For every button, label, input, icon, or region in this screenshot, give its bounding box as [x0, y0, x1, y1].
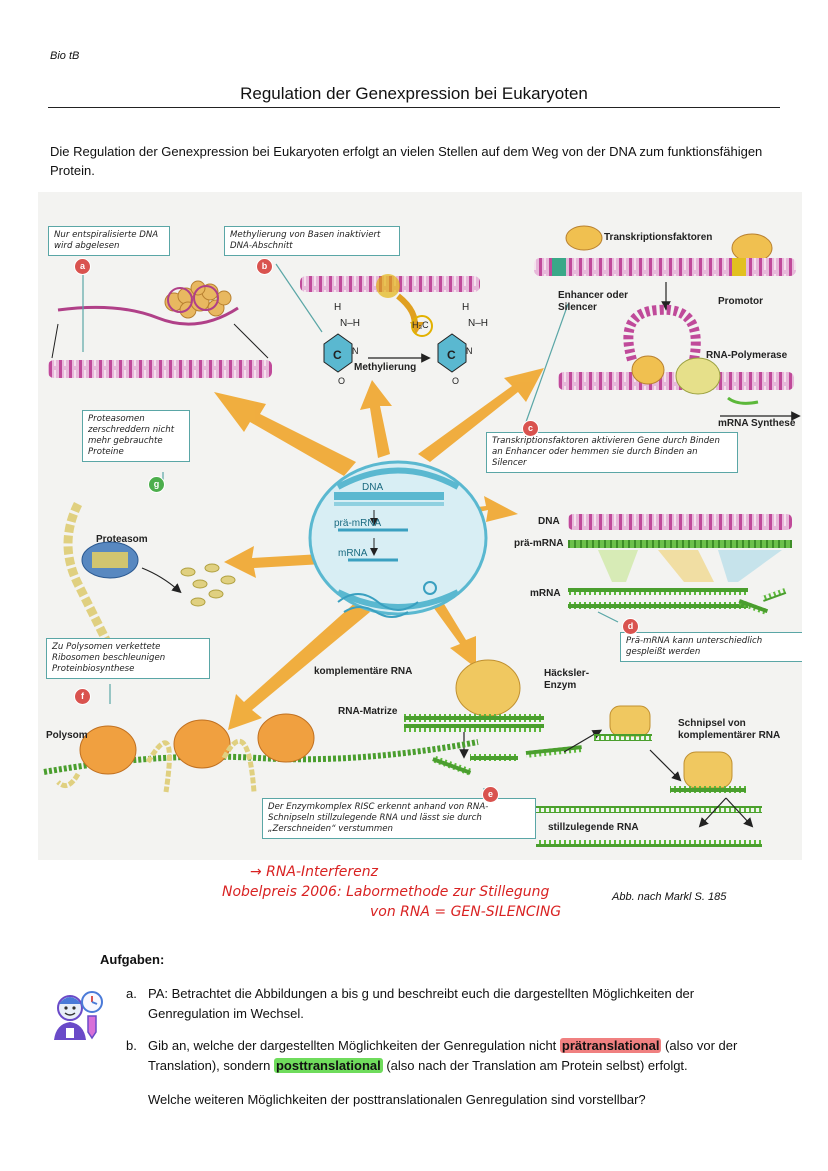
- highlight-posttranslational: posttranslational: [273, 1058, 383, 1073]
- label-c-right: C: [447, 348, 456, 362]
- figure-source: Abb. nach Markl S. 185: [612, 891, 727, 903]
- note-d: Prä-mRNA kann unterschiedlich gespleißt …: [620, 632, 802, 662]
- label-o-right: O: [452, 376, 460, 386]
- panel-b-methylation: [275, 263, 480, 373]
- label-splice-pre-mrna: prä-mRNA: [514, 538, 564, 549]
- marker-a: a: [74, 258, 91, 275]
- figure-artwork: [43, 225, 801, 847]
- marker-c: c: [522, 420, 539, 437]
- label-splice-mrna: mRNA: [530, 588, 561, 599]
- orange-arrows: [214, 368, 544, 730]
- task-a: a. PA: Betrachtet die Abbildungen a bis …: [126, 984, 786, 1024]
- task-b-text: Gib an, welche der dargestellten Möglich…: [148, 1036, 788, 1076]
- handwritten-line-2: Nobelpreis 2006: Labormethode zur Stille…: [222, 884, 550, 900]
- task-b-part1: Gib an, welche der dargestellten Möglich…: [148, 1038, 560, 1053]
- note-c: Transkriptionsfaktoren aktivieren Gene d…: [486, 432, 738, 473]
- marker-f: f: [74, 688, 91, 705]
- panel-f-polysome: [43, 713, 479, 793]
- arrow-to-a: [214, 392, 356, 476]
- marker-g: g: [148, 476, 165, 493]
- task-b: b. Gib an, welche der dargestellten Mögl…: [126, 1036, 796, 1076]
- label-schnipsel: Schnipsel von komplementärer RNA: [678, 718, 781, 741]
- label-nh-right: N–H: [468, 318, 489, 329]
- label-nucleus-dna: DNA: [362, 482, 384, 493]
- highlight-praetranslational: prätranslational: [559, 1038, 662, 1053]
- label-proteasom: Proteasom: [96, 534, 148, 545]
- page-title: Regulation der Genexpression bei Eukaryo…: [240, 84, 588, 103]
- label-methylierung: Methylierung: [354, 362, 417, 373]
- nucleus: [308, 460, 488, 618]
- panel-a-chromatin: [48, 280, 272, 378]
- label-nh-left: N–H: [340, 318, 361, 329]
- gene-regulation-figure: Nur entspiralisierte DNA wird abgelesen …: [38, 192, 802, 860]
- label-h-left: H: [334, 302, 342, 313]
- label-h3c: H₃C: [412, 320, 429, 330]
- task-a-text: PA: Betrachtet die Abbildungen a bis g u…: [148, 986, 695, 1021]
- label-nucleus-pre-mrna: prä-mRNA: [334, 518, 382, 529]
- label-n-left: N: [352, 346, 359, 356]
- teamwork-icon: [50, 986, 106, 1042]
- panel-c-transcription: [525, 225, 801, 423]
- label-rna-polymerase: RNA-Polymerase: [706, 350, 788, 361]
- task-b-question: Welche weiteren Möglichkeiten der posttr…: [148, 1092, 646, 1107]
- title-divider: [48, 107, 780, 108]
- note-f: Zu Polysomen verkettete Ribosomen beschl…: [46, 638, 210, 679]
- arrow-to-c: [418, 368, 544, 462]
- label-stillzulegende-rna: stillzulegende RNA: [548, 822, 639, 833]
- marker-d: d: [622, 618, 639, 635]
- marker-e: e: [482, 786, 499, 803]
- label-o-left: O: [338, 376, 346, 386]
- label-nucleus-mrna: mRNA: [338, 548, 368, 559]
- label-n-right: N: [466, 346, 473, 356]
- label-h-right: H: [462, 302, 470, 313]
- arrow-to-e: [428, 594, 476, 668]
- note-b: Methylierung von Basen inaktiviert DNA-A…: [224, 226, 400, 256]
- label-komplementaere-rna: komplementäre RNA: [314, 666, 413, 677]
- note-e: Der Enzymkomplex RISC erkennt anhand von…: [262, 798, 536, 839]
- task-b-letter: b.: [126, 1038, 137, 1053]
- tasks-heading: Aufgaben:: [100, 952, 165, 967]
- label-transkriptionsfaktoren: Transkriptionsfaktoren: [604, 232, 713, 243]
- note-g: Proteasomen zerschreddern nicht mehr geb…: [82, 410, 190, 462]
- label-haecksler: Häcksler-Enzym: [544, 668, 590, 691]
- handwritten-line-3: von RNA = GEN-SILENCING: [370, 904, 562, 920]
- marker-b: b: [256, 258, 273, 275]
- arrow-to-b: [360, 380, 392, 458]
- label-splice-dna: DNA: [538, 516, 560, 527]
- task-a-letter: a.: [126, 986, 137, 1001]
- label-mrna-synthese: mRNA Synthese: [718, 418, 796, 429]
- task-b-part3: (also nach der Translation am Protein se…: [382, 1058, 688, 1073]
- panel-e-rnai: [404, 659, 762, 847]
- handwritten-line-1: → RNA-Interferenz: [250, 864, 379, 880]
- label-rna-matrize: RNA-Matrize: [338, 706, 398, 717]
- note-a: Nur entspiralisierte DNA wird abgelesen: [48, 226, 170, 256]
- intro-text: Die Regulation der Genexpression bei Euk…: [50, 144, 763, 178]
- label-promotor: Promotor: [718, 296, 763, 307]
- course-label: Bio tB: [50, 50, 80, 62]
- task-b-part2: (also vor der Translation), sondern: [148, 1038, 738, 1073]
- panel-d-splicing: [568, 514, 792, 615]
- label-polysom: Polysom: [46, 730, 88, 741]
- arrow-to-f: [228, 600, 370, 730]
- panel-g-proteasome: [63, 501, 236, 647]
- label-c-left: C: [333, 348, 342, 362]
- label-enhancer: Enhancer oder Silencer: [558, 290, 629, 313]
